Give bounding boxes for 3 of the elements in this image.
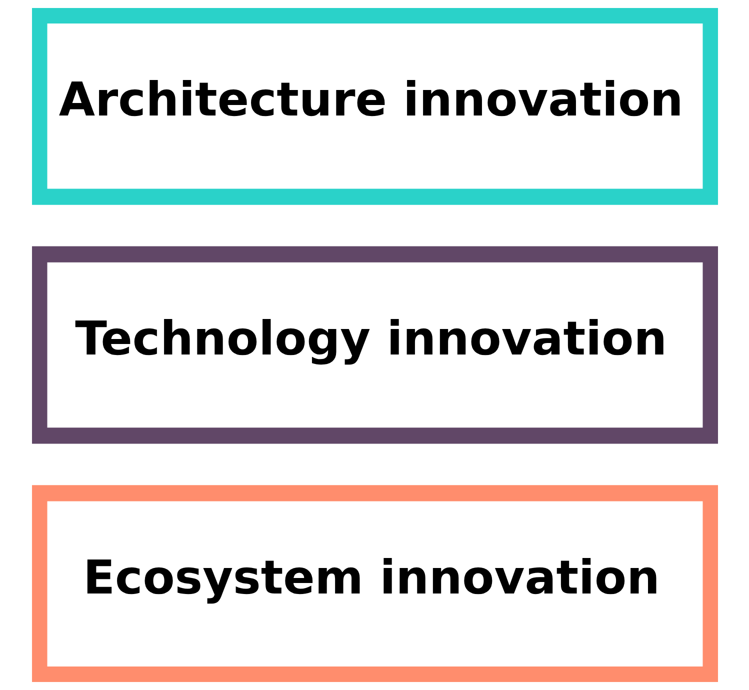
node-box: Technology innovation — [32, 246, 718, 444]
node-box: Ecosystem innovation — [32, 485, 718, 682]
node-box: Architecture innovation — [32, 8, 718, 205]
